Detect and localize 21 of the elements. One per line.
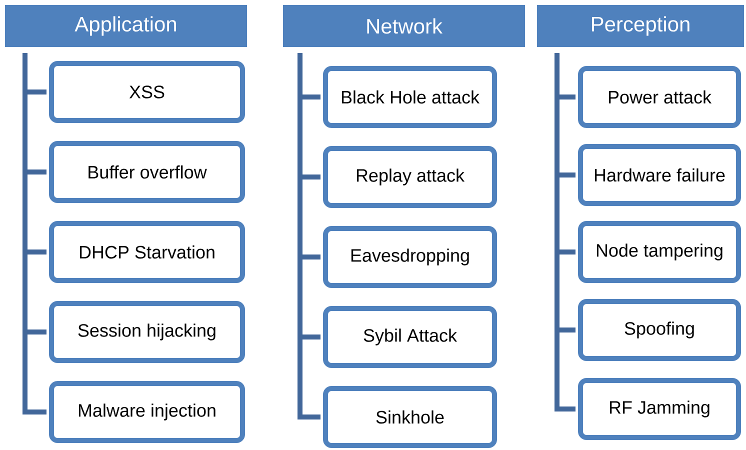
attack-box: Node tampering [578,221,741,283]
header-box: Perception [537,5,744,47]
attack-box: Malware injection [49,381,245,443]
attack-box: Buffer overflow [49,141,245,203]
attack-box: Replay attack [323,146,497,208]
attack-box: Hardware failure [578,144,741,206]
attack-box: Spoofing [578,299,741,361]
header-box: Network [283,5,525,47]
connector-line [554,53,576,412]
attack-box: Eavesdropping [323,226,497,288]
attack-box: Sybil Attack [323,306,497,368]
attack-box: Sinkhole [323,386,497,448]
attack-box: Session hijacking [49,301,245,363]
attack-box: DHCP Starvation [49,221,245,283]
header-box: Application [5,5,247,47]
attack-box: XSS [49,61,245,123]
connector-line [298,53,320,420]
attack-box: Power attack [578,66,741,128]
attack-box: RF Jamming [578,378,741,440]
attack-box: Black Hole attack [323,66,497,128]
connector-line [22,53,46,414]
